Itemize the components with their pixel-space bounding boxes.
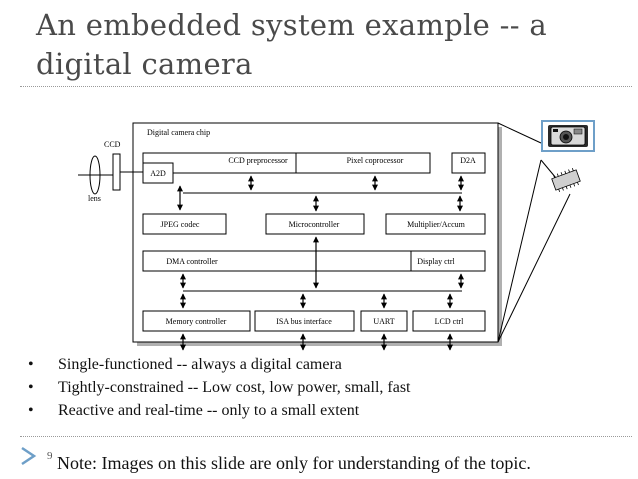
display-ctrl-label: Display ctrl [417, 257, 455, 266]
bullet-text: Reactive and real-time -- only to a smal… [58, 402, 360, 419]
bullet-dot: • [28, 379, 34, 396]
bullet-item: • Single-functioned -- always a digital c… [28, 353, 411, 376]
lcd-ctrl-label: LCD ctrl [435, 317, 464, 326]
external-leader-lines [497, 122, 571, 343]
jpeg-codec-block: JPEG codec [142, 213, 227, 235]
memory-controller-block: Memory controller [142, 310, 251, 332]
bullet-dot: • [28, 402, 34, 419]
slide-title: An embedded system example -- a digital … [36, 8, 547, 81]
pixel-coprocessor-block: Pixel coprocessor [295, 152, 431, 174]
ccd-label: CCD [104, 140, 121, 149]
ccd-preprocessor-label: CCD preprocessor [228, 156, 288, 165]
microcontroller-block: Microcontroller [265, 213, 365, 235]
multiplier-accum-block: Multiplier/Accum [385, 213, 486, 235]
bullet-text: Single-functioned -- always a digital ca… [58, 356, 342, 373]
dma-controller-label: DMA controller [166, 257, 218, 266]
bullet-dot: • [28, 356, 34, 373]
uart-block: UART [360, 310, 408, 332]
digital-camera-icon [541, 120, 595, 152]
memory-controller-label: Memory controller [166, 317, 227, 326]
d2a-label: D2A [460, 156, 476, 165]
chip-label: Digital camera chip [147, 128, 210, 137]
isa-bus-interface-label: ISA bus interface [276, 317, 332, 326]
d2a-block: D2A [451, 152, 486, 174]
pixel-coprocessor-label: Pixel coprocessor [347, 156, 404, 165]
note-arrow-icon [21, 446, 37, 466]
bullet-item: • Tightly-constrained -- Low cost, low po… [28, 376, 411, 399]
title-divider [20, 86, 632, 87]
jpeg-codec-label: JPEG codec [161, 220, 200, 229]
isa-bus-interface-block: ISA bus interface [254, 310, 355, 332]
lcd-ctrl-block: LCD ctrl [412, 310, 486, 332]
bullet-item: • Reactive and real-time -- only to a sma… [28, 399, 411, 422]
bus-arrows [177, 175, 464, 351]
ccd-sensor [112, 153, 121, 191]
bullet-list: • Single-functioned -- always a digital c… [28, 353, 411, 422]
multiplier-accum-label: Multiplier/Accum [407, 220, 466, 229]
footer-divider [20, 436, 632, 437]
a2d-label-top: A2D [150, 169, 166, 178]
microcontroller-label: Microcontroller [289, 220, 340, 229]
uart-label: UART [373, 317, 394, 326]
ic-chip-icon [551, 167, 581, 193]
slide-number: 9 [47, 450, 53, 462]
bullet-text: Tightly-constrained -- Low cost, low pow… [58, 379, 411, 396]
lens-label: lens [88, 194, 101, 203]
dma-controller-block: DMA controller Display ctrl [142, 250, 486, 272]
footer-note: Note: Images on this slide are only for … [57, 453, 531, 473]
